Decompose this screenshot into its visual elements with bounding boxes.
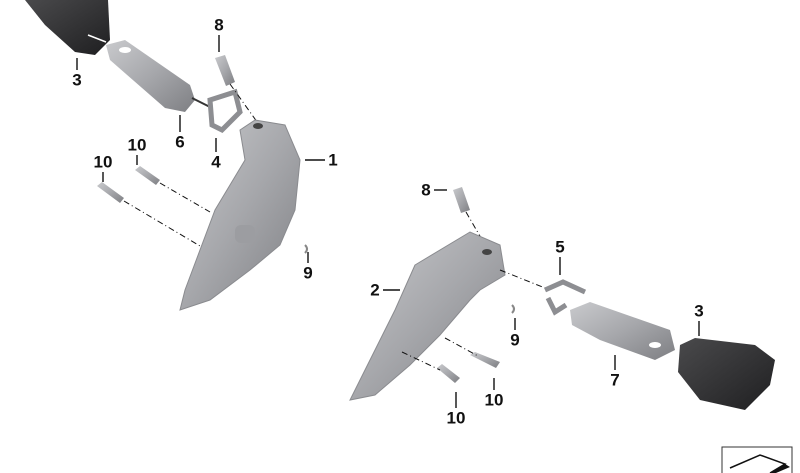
callout-9-right: 9: [510, 330, 520, 350]
callout-8-left: 8: [214, 15, 224, 35]
pin-right: [453, 187, 489, 251]
callout-5: 5: [555, 237, 565, 257]
pin-left: [215, 55, 261, 127]
bracket-right: [349, 231, 551, 401]
orientation-icon: [721, 446, 793, 473]
callout-10-b: 10: [93, 152, 113, 172]
leader-lines: [76, 35, 700, 408]
callout-8-right: 8: [421, 180, 431, 200]
callout-4: 4: [211, 152, 221, 172]
spring-right: [543, 279, 587, 316]
callout-2: 2: [370, 280, 380, 300]
footpeg-right: [570, 302, 675, 360]
bracket-left: [179, 119, 301, 311]
callout-6: 6: [175, 132, 185, 152]
callout-9-left: 9: [303, 263, 313, 283]
callout-7: 7: [610, 370, 620, 390]
callout-3-left: 3: [72, 70, 82, 90]
footpeg-rubber-left: [25, 0, 110, 55]
callout-10-d: 10: [446, 408, 466, 428]
callout-10-c: 10: [484, 390, 504, 410]
callout-1: 1: [328, 150, 338, 170]
spring-left: [207, 88, 243, 134]
footpeg-left: [106, 40, 213, 112]
bolts-left: [97, 166, 308, 254]
callout-10-a: 10: [127, 135, 147, 155]
bolts-right: [401, 304, 515, 383]
callout-3-right: 3: [694, 301, 704, 321]
footpeg-rubber-right: [678, 338, 775, 410]
